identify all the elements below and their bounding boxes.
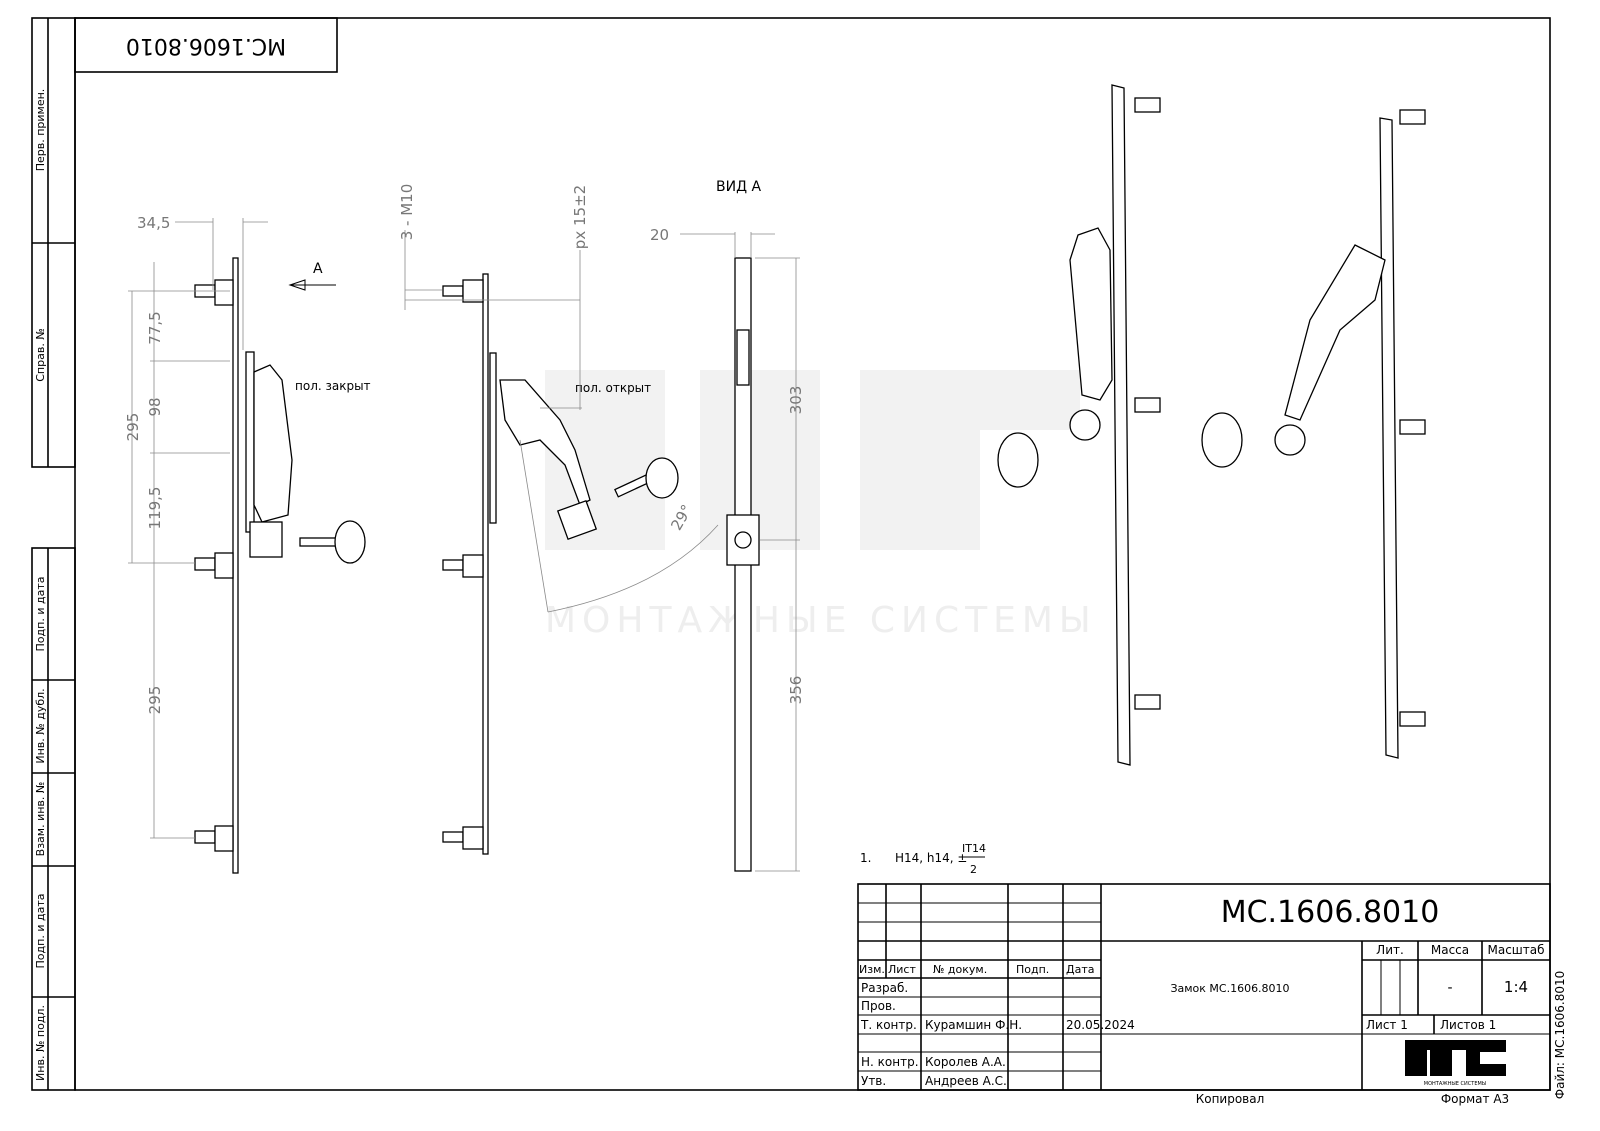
role: Т. контр. xyxy=(860,1018,917,1032)
role: Разраб. xyxy=(861,981,908,995)
view-a-title: ВИД А xyxy=(716,179,761,195)
role: Н. контр. xyxy=(861,1055,919,1069)
mass-value: - xyxy=(1447,980,1452,996)
rotated-designation: MC.1606.8010 xyxy=(126,33,286,58)
bolt-bottom xyxy=(194,825,234,852)
view-arrow-label: А xyxy=(313,261,323,277)
dim-thread: 3 - M10 xyxy=(398,184,416,241)
isometric-view-open xyxy=(1201,109,1426,759)
side-label: Перв. примен. xyxy=(34,89,47,172)
side-label: Инв. № подл. xyxy=(34,1005,47,1081)
header-izm: Изм. xyxy=(859,963,885,976)
dim-295-top: 295 xyxy=(124,413,142,442)
dim-travel: px 15±2 xyxy=(571,185,589,249)
role: Пров. xyxy=(861,999,896,1013)
dim-77-5: 77,5 xyxy=(146,311,164,344)
company-logo: МОНТАЖНЫЕ СИСТЕМЫ xyxy=(1405,1040,1506,1087)
view-a: ВИД А 20 303 356 xyxy=(650,179,805,872)
note-denominator: 2 xyxy=(970,863,977,876)
dim-295-bottom: 295 xyxy=(146,686,164,715)
scale-value: 1:4 xyxy=(1504,978,1528,996)
dim-20: 20 xyxy=(650,226,669,244)
person-name: Андреев А.С. xyxy=(925,1074,1007,1088)
side-label: Взам. инв. № xyxy=(34,782,47,857)
header-list: Лист xyxy=(888,963,916,976)
dim-angle: 29° xyxy=(667,501,696,533)
bolt-top xyxy=(194,279,234,306)
note-number: 1. xyxy=(860,851,871,865)
view-arrow-a xyxy=(288,279,336,291)
note-numerator: IT14 xyxy=(962,842,986,855)
logo-text: МОНТАЖНЫЕ СИСТЕМЫ xyxy=(1424,1081,1486,1087)
side-label: Справ. № xyxy=(34,328,47,382)
left-side-strip: Перв. примен. Справ. № Подп. и дата Инв.… xyxy=(31,17,76,1091)
copied-label: Копировал xyxy=(1196,1092,1265,1106)
side-view-open: пол. открыт 3 - M10 px 15±2 29° xyxy=(398,184,719,855)
header-doc: № докум. xyxy=(933,963,987,976)
format-label: Формат А3 xyxy=(1441,1092,1509,1106)
side-label: Подп. и дата xyxy=(34,577,47,652)
bolt-mid xyxy=(194,552,234,579)
side-label: Подп. и дата xyxy=(34,894,47,969)
closed-position-label: пол. закрыт xyxy=(295,379,371,393)
watermark-logo: МОНТАЖНЫЕ СИСТЕМЫ xyxy=(545,370,1097,641)
scale-label: Масштаб xyxy=(1487,943,1544,957)
title-designation: MC.1606.8010 xyxy=(1221,895,1440,930)
person-name: Курамшин Ф.Н. xyxy=(925,1018,1022,1032)
dim-119-5: 119,5 xyxy=(146,487,164,530)
title-block: MC.1606.8010 Изм. Лист № докум. Подп. Да… xyxy=(857,883,1567,1106)
sheet-number: Лист 1 xyxy=(1366,1018,1408,1032)
role: Утв. xyxy=(861,1074,886,1088)
lit-label: Лит. xyxy=(1376,943,1404,957)
person-name: Королев А.А. xyxy=(925,1055,1006,1069)
side-view-closed: А пол. закрыт 34,5 77,5 98 295 119,5 295 xyxy=(124,214,371,874)
mass-label: Масса xyxy=(1431,943,1469,957)
watermark-text: МОНТАЖНЫЕ СИСТЕМЫ xyxy=(545,600,1097,641)
open-position-label: пол. открыт xyxy=(575,381,651,395)
header-date: Дата xyxy=(1066,963,1094,976)
key-icon xyxy=(645,457,679,499)
product-name: Замок MC.1606.8010 xyxy=(1170,982,1289,995)
dim-303: 303 xyxy=(787,386,805,415)
dim-356: 356 xyxy=(787,676,805,705)
dim-34-5: 34,5 xyxy=(137,214,170,232)
file-label: Файл: MC.1606.8010 xyxy=(1553,971,1567,1099)
note-text: H14, h14, ± xyxy=(895,851,967,865)
sign-date: 20.05.2024 xyxy=(1066,1018,1135,1032)
sheet-count: Листов 1 xyxy=(1440,1018,1496,1032)
isometric-view-closed xyxy=(997,84,1161,766)
key-icon xyxy=(334,520,366,564)
side-label: Инв. № дубл. xyxy=(34,688,47,763)
header-sign: Подп. xyxy=(1016,963,1049,976)
dim-98: 98 xyxy=(146,397,164,416)
tolerance-note: 1. H14, h14, ± IT14 2 xyxy=(860,842,986,876)
handle-closed xyxy=(253,364,293,523)
